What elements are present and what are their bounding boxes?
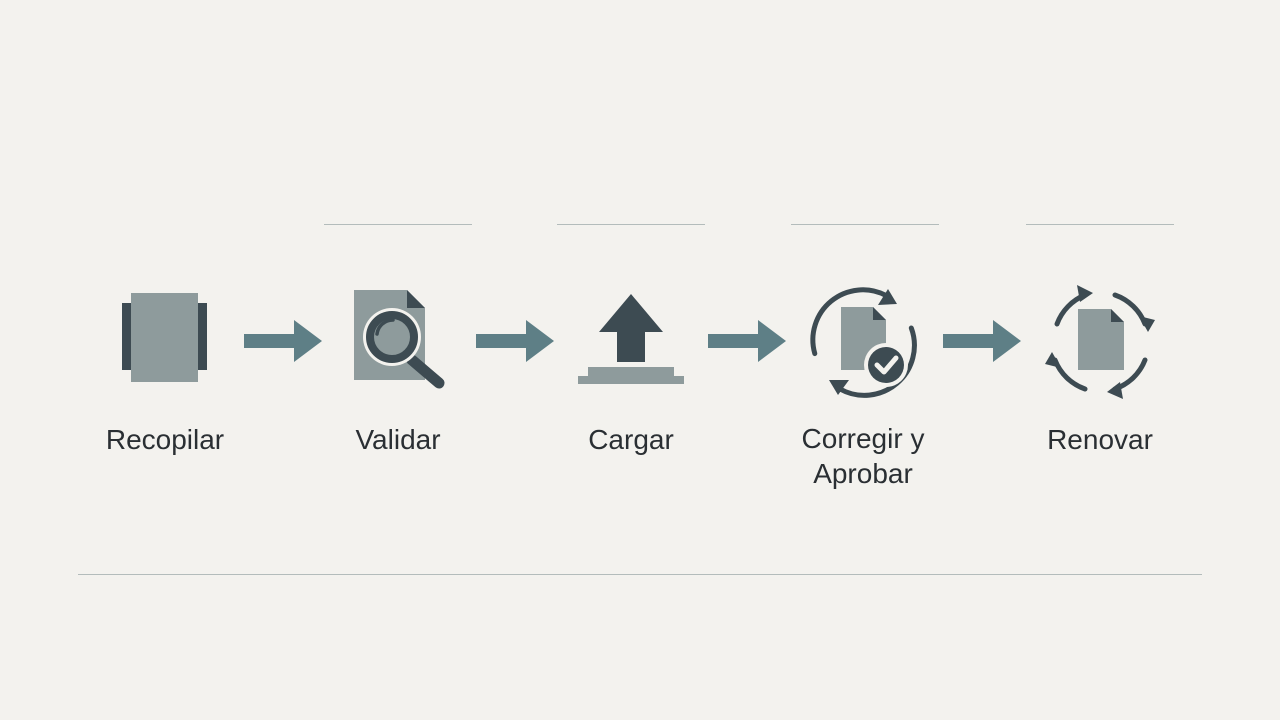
step-label-corregir-aprobar: Corregir y Aprobar [801, 423, 925, 489]
document-magnifier-icon [335, 282, 465, 402]
document-cycle-check-icon [798, 282, 928, 402]
document-cycle-icon [1035, 282, 1165, 402]
flow-arrow-1 [244, 320, 324, 362]
step-label-validar: Validar [355, 424, 441, 455]
divider-line-5 [1026, 224, 1174, 225]
flow-arrow-2 [476, 320, 556, 362]
divider-line-2 [324, 224, 472, 225]
step-label-recopilar: Recopilar [105, 424, 225, 455]
flow-arrow-3 [708, 320, 788, 362]
step-label-cargar: Cargar [588, 424, 674, 455]
flow-arrow-4 [943, 320, 1023, 362]
bottom-divider [78, 574, 1202, 575]
stacked-documents-icon [100, 282, 230, 402]
step-label-renovar: Renovar [1047, 424, 1153, 455]
divider-line-4 [791, 224, 939, 225]
divider-line-3 [557, 224, 705, 225]
upload-arrow-icon [566, 282, 696, 402]
